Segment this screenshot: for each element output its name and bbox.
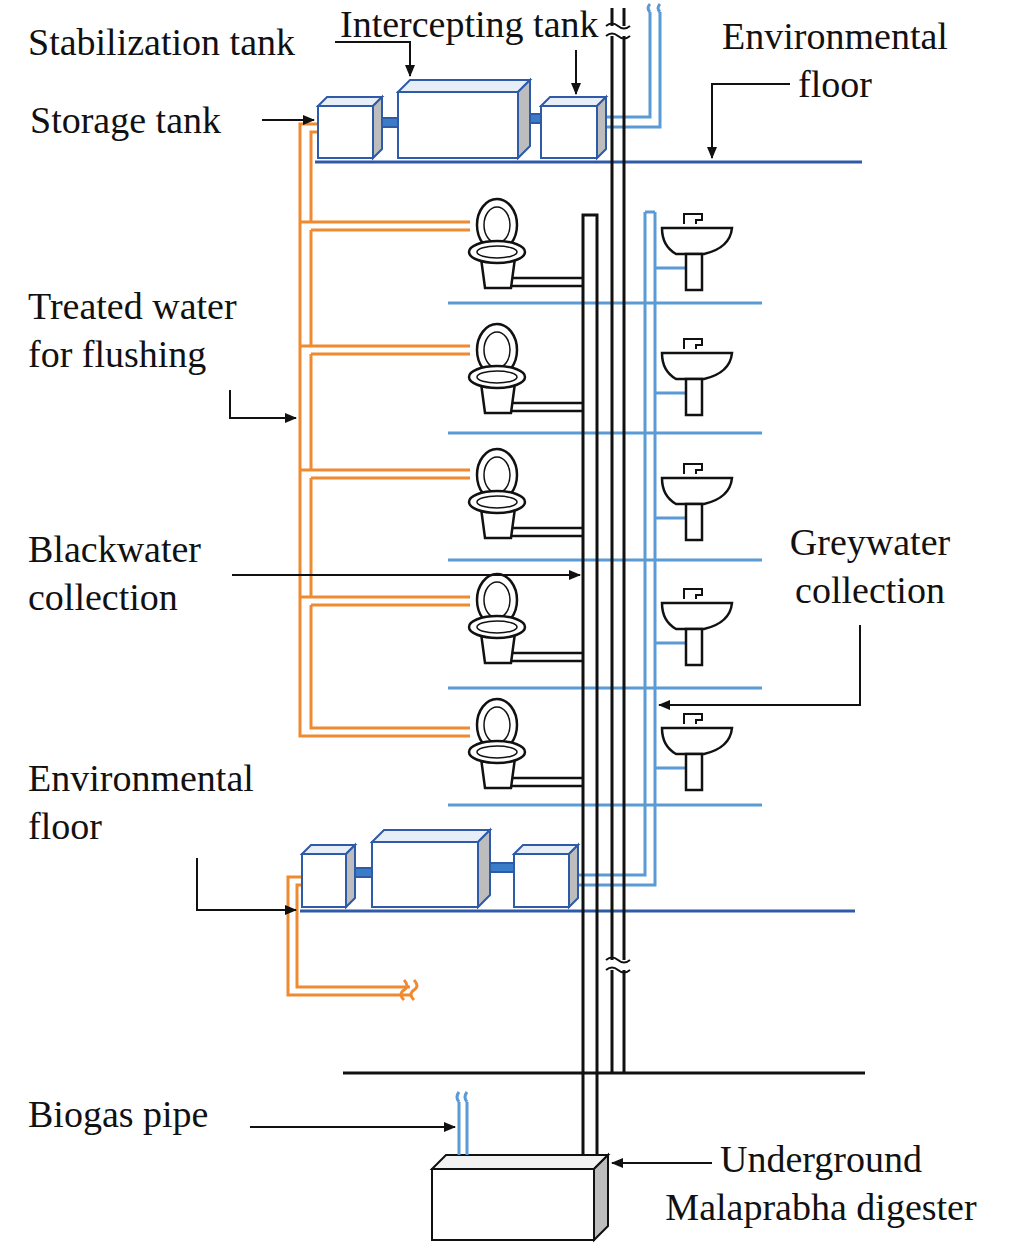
tanks-bottom [302, 830, 578, 907]
callout-label: Storage tank [30, 96, 258, 144]
callout-label: Blackwater collection [28, 525, 228, 621]
toilet-outflow [510, 278, 583, 786]
toilet-symbols [469, 199, 525, 788]
pipe-break [606, 24, 630, 973]
callout-label: Biogas pipe [28, 1090, 243, 1138]
sink-symbols [662, 214, 732, 790]
callout-label: Environmental floor [28, 754, 288, 850]
callout-label: Greywater collection [770, 518, 970, 614]
storey-floor-lines [448, 303, 762, 805]
environmental-floor-line [300, 910, 855, 913]
environmental-floor-line [315, 161, 862, 164]
biogas-pipe [457, 1092, 467, 1155]
ground-line [343, 1072, 865, 1075]
soil-stack [583, 8, 624, 1155]
callout-label: Stabilization tank [28, 18, 328, 66]
callout-label: Treated water for flushing [28, 282, 278, 378]
callout-label: Environmental floor [700, 12, 970, 108]
leader-arrows [197, 42, 860, 1163]
callout-label: Underground Malaprabha digester [636, 1135, 1006, 1231]
tanks-top [318, 80, 606, 158]
callout-label: Intercepting tank [340, 0, 608, 48]
digester-box [432, 1155, 608, 1240]
